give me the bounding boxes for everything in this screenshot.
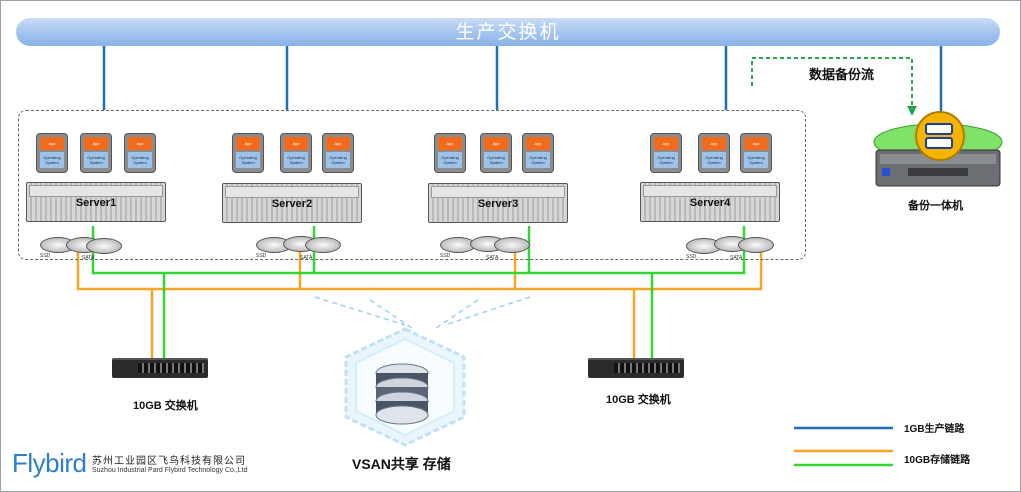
sata-disk-4b	[738, 237, 774, 253]
legend-10gb-label: 10GB存储链路	[904, 455, 971, 466]
company-name-cn: 苏州工业园区飞鸟科技有限公司	[92, 456, 246, 467]
server-3: Server3	[428, 183, 568, 223]
server-4: Server4	[640, 182, 780, 222]
switch-10gb-right	[588, 358, 684, 378]
server-2-name: Server2	[271, 198, 313, 210]
legend-1gb-label: 1GB生产链路	[904, 424, 965, 435]
company-logo: Flybird	[12, 448, 87, 478]
server-1: Server1	[26, 182, 166, 222]
switch-10gb-left-label: 10GB 交换机	[133, 400, 198, 412]
backup-appliance-label: 备份一体机	[908, 200, 963, 212]
backup-flow-arrow	[751, 57, 913, 108]
ssd-label-2: SSD	[256, 253, 267, 259]
switch-10gb-right-label: 10GB 交换机	[606, 394, 671, 406]
sata-label-2: SATA	[300, 255, 313, 261]
server-cluster	[18, 110, 806, 260]
sata-label-4: SATA	[730, 255, 743, 261]
sata-label-1: SATA	[82, 255, 95, 261]
storage-bus-orange	[76, 248, 763, 291]
ssd-label-4: SSD	[686, 254, 697, 260]
sata-disk-1b	[86, 238, 122, 254]
company-name-en: Suzhou Industrial Pard Flybird Technolog…	[92, 467, 248, 474]
server-3-name: Server3	[477, 198, 519, 210]
production-switch-label: 生产交换机	[455, 21, 561, 43]
sata-disk-3b	[494, 237, 530, 253]
backup-flow-label: 数据备份流	[809, 67, 875, 82]
server-4-name: Server4	[689, 197, 731, 209]
sata-label-3: SATA	[486, 255, 499, 261]
vsan-label: VSAN共享 存储	[352, 456, 451, 472]
production-switch: 生产交换机	[16, 18, 1000, 46]
server-1-name: Server1	[75, 197, 117, 209]
server-2: Server2	[222, 183, 362, 223]
sata-disk-2b	[305, 237, 341, 253]
vsan-storage-icon	[344, 327, 466, 447]
ssd-label-3: SSD	[440, 253, 451, 259]
backup-appliance-icon	[873, 111, 1003, 187]
switch-10gb-left	[112, 358, 208, 378]
ssd-label-1: SSD	[40, 253, 51, 259]
backup-flow-arrowhead	[907, 106, 917, 116]
